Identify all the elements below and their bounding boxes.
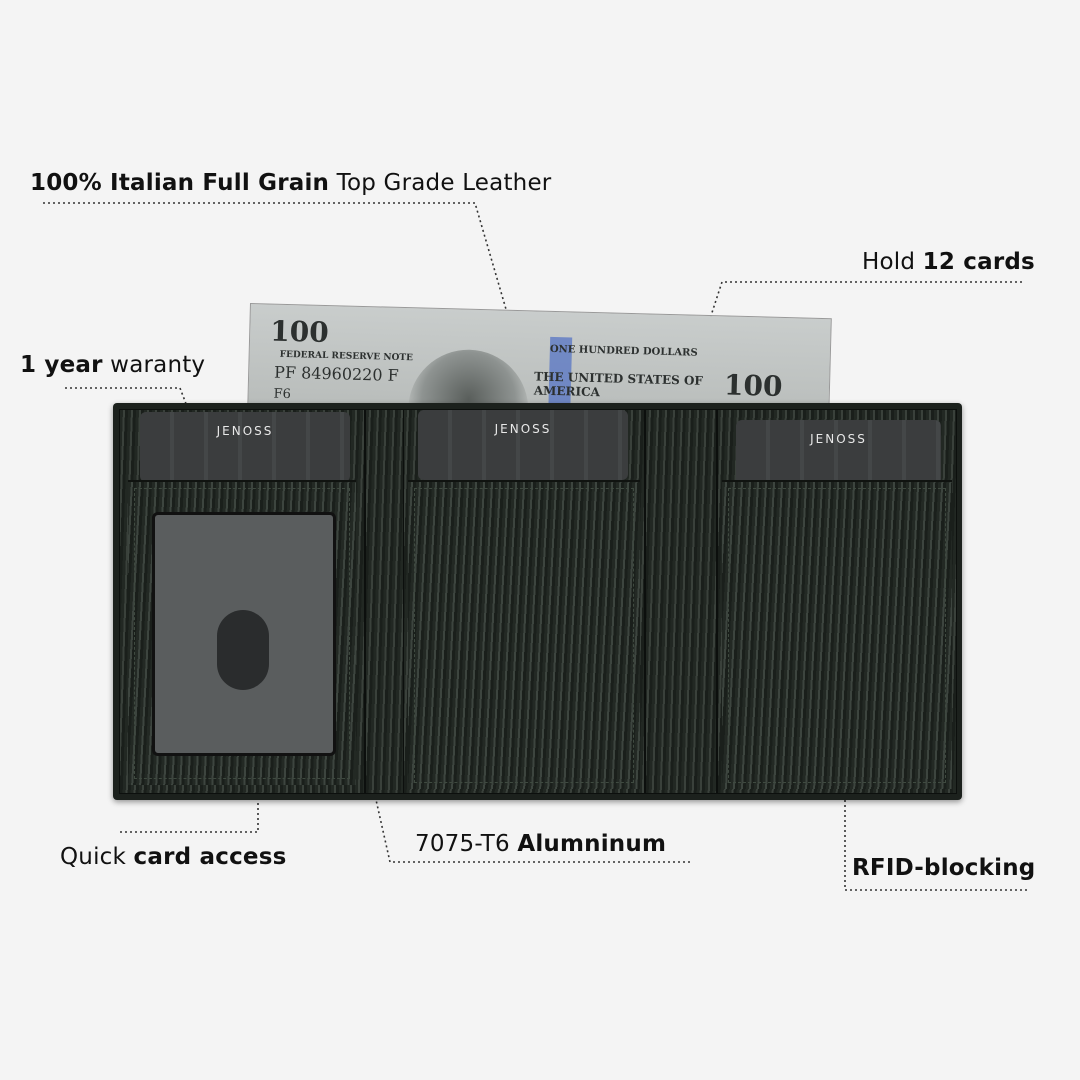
aluminum-leader <box>371 781 690 863</box>
logo-emblem <box>217 610 269 690</box>
annotation-bold: 12 cards <box>922 249 1035 275</box>
stitching <box>134 488 350 779</box>
quick-access-leader <box>120 790 259 833</box>
annotation-text: Top Grade Leather <box>329 170 552 196</box>
banknote-issuer: FEDERAL RESERVE NOTE <box>279 349 414 364</box>
id-window <box>152 512 336 756</box>
banknote-denomination-right: 100 <box>723 368 783 403</box>
annotation-warranty: 1 year waranty <box>20 352 205 378</box>
banknote-amount-text: ONE HUNDRED DOLLARS <box>549 343 698 359</box>
annotation-text: Hold <box>862 249 923 275</box>
annotation-bold: 1 year <box>20 352 103 378</box>
banknote-country: THE UNITED STATES OF AMERICA <box>533 369 704 400</box>
card-brand: JENOSS <box>216 424 274 438</box>
cards-leader <box>689 281 1022 381</box>
annotation-text: 7075-T6 <box>415 831 518 857</box>
banknote-serial: PF 84960220 F <box>273 362 399 385</box>
card-pocket-middle <box>408 480 640 789</box>
card-right: JENOSS <box>736 420 941 490</box>
wallet-spine-left <box>365 409 405 794</box>
leather-leader <box>43 202 516 341</box>
banknote-plate: F6 <box>273 386 292 403</box>
card-brand: JENOSS <box>494 422 552 436</box>
wallet-right-panel: JENOSS <box>717 409 957 794</box>
annotation-bold: RFID-blocking <box>852 855 1036 881</box>
annotation-bold: 100% Italian Full Grain <box>30 170 330 196</box>
stitching <box>414 488 634 783</box>
annotation-cards: Hold 12 cards <box>862 249 1035 275</box>
wallet-left-panel: JENOSS <box>119 409 365 794</box>
annotation-aluminum: 7075-T6 Alumninum <box>415 831 666 857</box>
annotation-text: waranty <box>102 352 206 378</box>
annotation-text: Quick <box>60 844 134 870</box>
card-middle: JENOSS <box>418 410 628 480</box>
banknote-denomination: 100 <box>269 314 330 350</box>
annotation-bold: Alumninum <box>517 831 667 857</box>
stitching <box>728 488 946 783</box>
annotation-leather: 100% Italian Full Grain Top Grade Leathe… <box>30 170 551 196</box>
card-pocket-left <box>128 480 356 785</box>
card-brand: JENOSS <box>810 432 867 446</box>
annotation-bold: card access <box>133 844 287 870</box>
wallet: JENOSS JENOSS JENOSS <box>113 403 962 800</box>
wallet-spine-right <box>645 409 717 794</box>
card-left: JENOSS <box>140 412 350 482</box>
card-pocket-right <box>722 480 952 789</box>
wallet-middle-panel: JENOSS <box>403 409 645 794</box>
annotation-quick-access: Quick card access <box>60 844 286 870</box>
rfid-leader <box>844 775 1027 891</box>
annotation-rfid: RFID-blocking <box>852 855 1035 881</box>
